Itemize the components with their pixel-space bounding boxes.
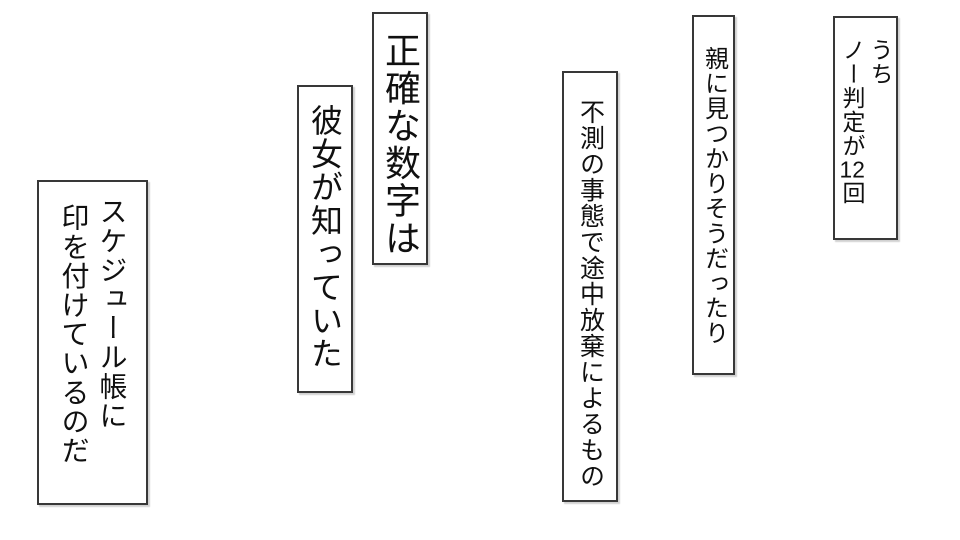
text-segment: 回 <box>839 180 865 205</box>
text-panel-exact-number: 正確な数字は <box>372 12 428 265</box>
text-panel-she-knew: 彼女が知っていた <box>297 85 353 393</box>
text-panel-unforeseen: 不測の事態で途中放棄によるもの <box>562 71 618 502</box>
vertical-text-column: ノー判定が12回 <box>839 38 865 205</box>
vertical-text-column: 親に見つかりそうだったり <box>700 46 728 346</box>
text-panel-parents: 親に見つかりそうだったり <box>692 15 735 375</box>
vertical-text-column: 印を付けているのだ <box>58 203 90 466</box>
vertical-text-column: 不測の事態で途中放棄によるもの <box>576 99 605 489</box>
vertical-text-column: 正確な数字は <box>380 32 421 257</box>
vertical-text-column: うち <box>867 38 893 86</box>
tatechuyoko-number: 12 <box>839 157 865 181</box>
text-panel-schedule: スケジュール帳に 印を付けているのだ <box>37 180 148 505</box>
text-panel-no-count: うち ノー判定が12回 <box>833 16 898 240</box>
vertical-text-column: 彼女が知っていた <box>307 104 343 371</box>
text-segment: ノー判定が <box>839 38 865 158</box>
vertical-text-column: スケジュール帳に <box>96 197 128 430</box>
